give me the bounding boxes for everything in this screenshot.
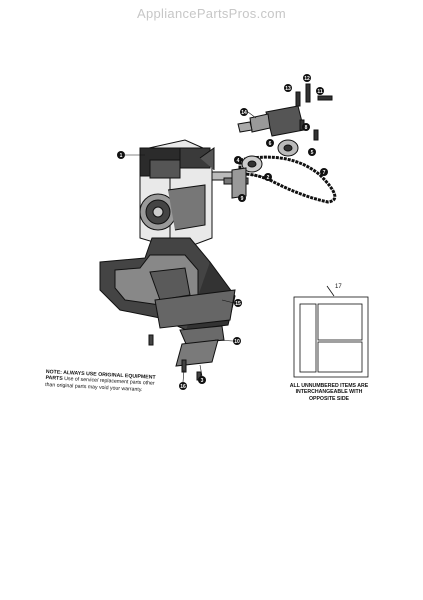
bolts bbox=[148, 334, 202, 381]
callout-1: 1 bbox=[117, 151, 125, 159]
svg-text:8: 8 bbox=[305, 125, 308, 131]
svg-text:7: 7 bbox=[323, 170, 326, 176]
leader-lines bbox=[125, 111, 265, 383]
mounting-frame bbox=[99, 237, 236, 331]
svg-text:1: 1 bbox=[120, 153, 123, 159]
callout-14: 14 bbox=[240, 108, 248, 116]
callout-13: 13 bbox=[284, 84, 292, 92]
svg-text:6: 6 bbox=[269, 141, 272, 147]
svg-text:4: 4 bbox=[237, 158, 240, 164]
callout-12: 12 bbox=[303, 74, 311, 82]
callout-3: 3 bbox=[198, 376, 206, 384]
callout-2: 2 bbox=[264, 173, 272, 181]
interchangeable-note: ALL UNNUMBERED ITEMS ARE INTERCHANGEABLE… bbox=[289, 383, 369, 402]
callout-8: 8 bbox=[302, 123, 310, 131]
watermark: AppliancePartsPros.com bbox=[137, 6, 286, 21]
svg-text:10: 10 bbox=[234, 339, 240, 345]
callouts: 1 2 3 4 5 6 7 8 9 10 11 12 13 14 15 16 bbox=[117, 74, 328, 390]
callout-10: 10 bbox=[233, 337, 241, 345]
callout-5: 5 bbox=[308, 148, 316, 156]
svg-text:16: 16 bbox=[180, 384, 186, 390]
callout-11: 11 bbox=[316, 87, 324, 95]
svg-text:14: 14 bbox=[241, 110, 247, 116]
svg-text:3: 3 bbox=[201, 378, 204, 384]
svg-text:15: 15 bbox=[235, 301, 241, 307]
chain-assembly bbox=[238, 139, 337, 204]
svg-text:13: 13 bbox=[285, 86, 291, 92]
callout-15: 15 bbox=[234, 299, 242, 307]
callout-16: 16 bbox=[179, 382, 187, 390]
callout-6: 6 bbox=[266, 139, 274, 147]
decal-panel bbox=[293, 285, 369, 378]
callout-4: 4 bbox=[234, 156, 242, 164]
svg-text:12: 12 bbox=[304, 76, 310, 82]
callout-9: 9 bbox=[238, 194, 246, 202]
engine bbox=[139, 139, 245, 251]
label-17: 17 bbox=[335, 284, 342, 290]
svg-text:2: 2 bbox=[267, 175, 270, 181]
callout-7: 7 bbox=[320, 168, 328, 176]
svg-text:9: 9 bbox=[241, 196, 244, 202]
svg-text:11: 11 bbox=[317, 89, 323, 95]
shaft-parts bbox=[223, 83, 333, 199]
svg-text:5: 5 bbox=[311, 150, 314, 156]
